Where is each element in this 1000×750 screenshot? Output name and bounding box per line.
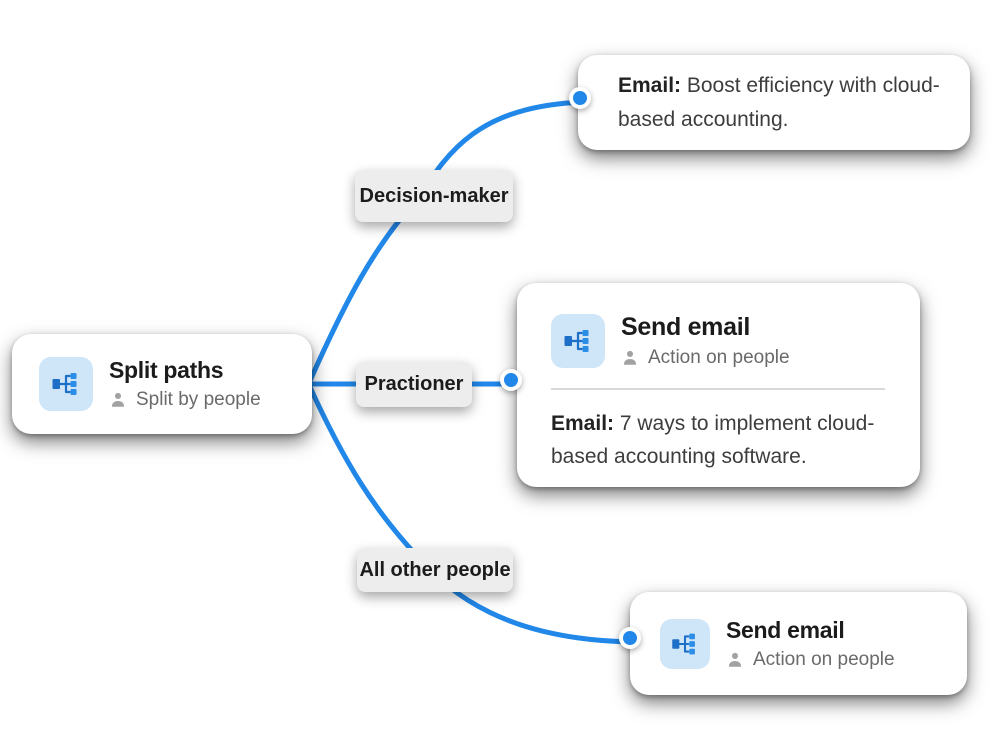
- node-subtitle: Action on people: [753, 648, 895, 670]
- node-title: Send email: [621, 313, 750, 341]
- node-title: Send email: [726, 616, 845, 643]
- send-email-icon: [551, 314, 605, 368]
- email-body: Boost efficiency with cloud-based accoun…: [618, 73, 940, 131]
- person-icon: [728, 652, 742, 667]
- branch-label-text: Practioner: [364, 373, 464, 395]
- email-copy: Email: 7 ways to implement cloud-based a…: [551, 407, 887, 473]
- node-subtitle: Action on people: [648, 347, 790, 368]
- send-email-icon: [660, 618, 710, 669]
- branch-label-text: Decision-maker: [359, 184, 509, 207]
- branch-label-decision-maker[interactable]: Decision-maker: [355, 170, 513, 222]
- connection-port-decision-maker[interactable]: [569, 87, 591, 109]
- node-title: Split paths: [109, 357, 224, 383]
- decision-maker-email-card[interactable]: Email: Boost efficiency with cloud-based…: [578, 55, 970, 150]
- email-lead: Email:: [618, 73, 682, 97]
- connection-port-all-other[interactable]: [619, 627, 641, 649]
- practioner-send-email-node[interactable]: Send email Action on people Email: 7 way…: [517, 283, 920, 487]
- card-divider: [551, 388, 885, 390]
- email-lead: Email:: [551, 412, 615, 435]
- connection-port-practioner[interactable]: [500, 369, 522, 391]
- all-other-send-email-node[interactable]: Send email Action on people: [630, 592, 967, 695]
- node-subtitle: Split by people: [136, 389, 261, 410]
- person-icon: [111, 392, 125, 407]
- split-paths-icon: [39, 357, 93, 411]
- email-copy: Email: Boost efficiency with cloud-based…: [618, 69, 940, 137]
- person-icon: [623, 350, 637, 365]
- branch-label-all-other-people[interactable]: All other people: [357, 548, 513, 592]
- branch-label-text: All other people: [359, 558, 511, 581]
- branch-label-practioner[interactable]: Practioner: [356, 362, 472, 407]
- split-paths-node[interactable]: Split paths Split by people: [12, 334, 312, 434]
- email-body: 7 ways to implement cloud-based accounti…: [551, 412, 875, 468]
